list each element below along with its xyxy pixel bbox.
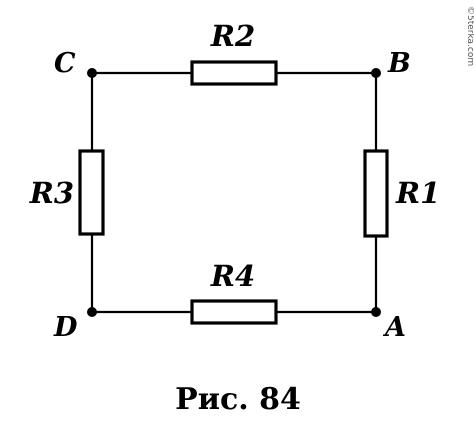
- node-c-label: C: [54, 48, 76, 79]
- watermark: ©5terka.com: [465, 6, 474, 66]
- resistor-r4: [190, 299, 278, 325]
- resistor-r2: [190, 60, 278, 86]
- figure-caption: Рис. 84: [175, 382, 301, 417]
- resistor-r3: [78, 149, 105, 236]
- node-b-label: B: [387, 48, 411, 79]
- resistor-r3-label: R3: [29, 176, 74, 210]
- node-a-dot: [371, 307, 381, 317]
- node-b-dot: [371, 68, 381, 78]
- resistor-r4-label: R4: [210, 259, 255, 293]
- node-d-label: D: [53, 312, 78, 343]
- node-c-dot: [87, 68, 97, 78]
- resistor-r1-label: R1: [395, 176, 440, 210]
- resistor-r2-label: R2: [210, 19, 255, 53]
- node-d-dot: [87, 307, 97, 317]
- node-a-label: A: [382, 312, 406, 343]
- resistor-r1: [363, 149, 389, 238]
